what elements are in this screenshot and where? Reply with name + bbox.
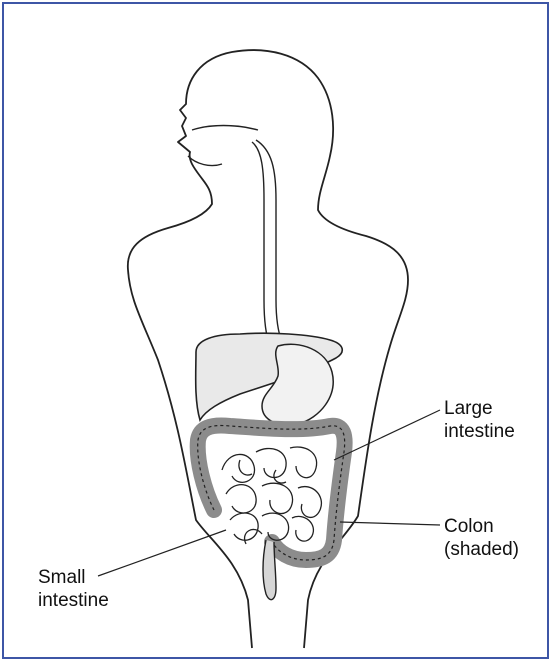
- colon-label-line1: Colon: [444, 515, 519, 538]
- large-intestine-label-line2: intestine: [444, 420, 515, 443]
- small-intestine-label-line1: Small: [38, 566, 109, 589]
- small-intestine-label: Small intestine: [38, 566, 109, 612]
- oral-cavity: [192, 126, 258, 131]
- colon-label-line2: (shaded): [444, 538, 519, 561]
- large-intestine-label: Large intestine: [444, 397, 515, 443]
- small-intestine: [222, 447, 321, 544]
- colon-label: Colon (shaded): [444, 515, 519, 561]
- small-intestine-leader: [98, 530, 226, 576]
- esophagus: [252, 140, 282, 346]
- rectum: [263, 540, 276, 600]
- colon: [198, 426, 345, 560]
- large-intestine-label-line1: Large: [444, 397, 515, 420]
- jaw-line: [188, 156, 222, 166]
- small-intestine-label-line2: intestine: [38, 589, 109, 612]
- colon-leader: [340, 522, 440, 525]
